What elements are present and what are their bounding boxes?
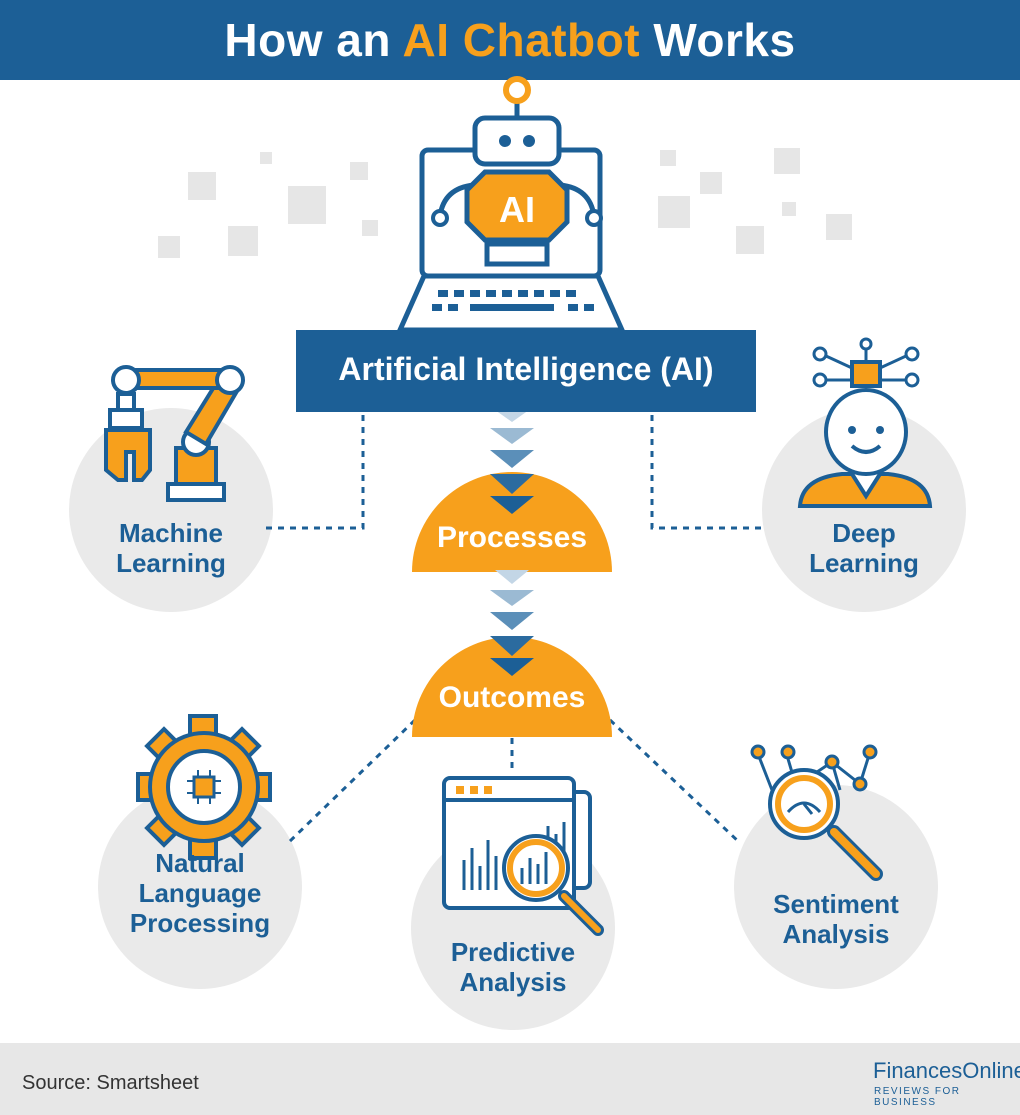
robot-badge: AI (499, 189, 535, 230)
sentiment-circle (734, 785, 938, 989)
outcomes-semicircle (412, 637, 612, 737)
processes-semicircle (412, 472, 612, 572)
footer (0, 1043, 1020, 1115)
deep-learning-circle (762, 408, 966, 612)
network-magnifier-icon (750, 744, 883, 881)
ai-box: Artificial Intelligence (AI) (296, 330, 756, 412)
machine-learning-label: Machine Learning (116, 518, 226, 578)
source-text: Source: Smartsheet (22, 1072, 199, 1094)
nlp-label: Natural Language Processing (129, 848, 271, 938)
brand-tagline: REVIEWS FOR BUSINESS (874, 1086, 961, 1108)
brand-name: FinancesOnline (873, 1058, 1020, 1083)
title-accent: AI Chatbot (402, 14, 641, 66)
deep-learning-label: Deep Learning (809, 518, 919, 578)
page-title: How an AI Chatbot Works (0, 0, 1020, 80)
predictive-analysis-label: Predictive Analysis (450, 937, 576, 997)
outcomes-label: Outcomes (438, 681, 586, 714)
title-suffix: Works (653, 14, 796, 66)
title-prefix: How an (224, 14, 391, 66)
robot-laptop-icon: AI (396, 76, 626, 333)
head-circuit-icon (797, 337, 933, 508)
chart-magnifier-icon (442, 776, 604, 936)
gear-chip-icon (136, 714, 272, 860)
processes-label: Processes (436, 521, 588, 554)
sentiment-analysis-label: Sentiment Analysis (773, 889, 899, 949)
decorative-squares (158, 148, 852, 258)
flow-arrows (490, 410, 534, 676)
machine-learning-circle (69, 408, 273, 612)
connectors (262, 415, 762, 845)
robotic-arm-icon (104, 365, 245, 502)
